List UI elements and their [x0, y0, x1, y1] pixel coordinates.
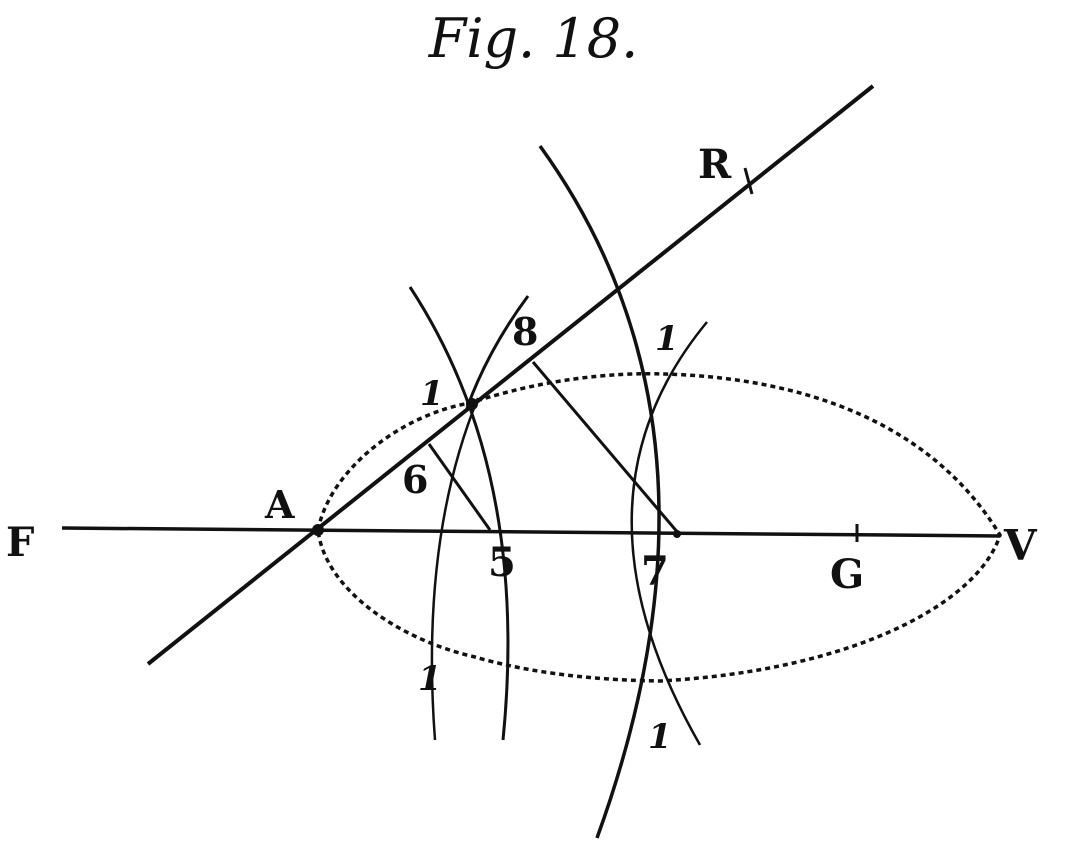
label-8: 8 [512, 309, 538, 354]
label-6: 6 [402, 457, 428, 502]
label-1-lower-left: 1 [418, 659, 442, 699]
label-g: G [830, 551, 864, 598]
label-v: V [1003, 521, 1038, 570]
label-7: 7 [641, 548, 669, 595]
dashed-ellipse [316, 371, 1002, 683]
label-a: A [264, 482, 295, 527]
label-f: F [6, 519, 34, 566]
label-1-upper-right: 1 [655, 319, 679, 359]
label-1-upper-left: 1 [420, 374, 444, 414]
point-7-marker [673, 530, 681, 538]
point-r-tick [743, 167, 754, 195]
point-a-marker [312, 524, 324, 536]
diagonal-line-ar [146, 84, 875, 666]
segment-8-7 [531, 361, 681, 535]
arc-left-outer [430, 397, 480, 741]
arc-left-inner [408, 286, 510, 741]
label-5: 5 [488, 539, 516, 586]
label-r: R [698, 141, 732, 188]
label-1-lower-right: 1 [648, 717, 672, 757]
point-upper-left-marker [466, 398, 478, 410]
axis-line-fv [61, 526, 1001, 538]
arc-upper-left-small [465, 295, 530, 409]
figure-title: Fig. 18. [428, 7, 639, 70]
segment-5-6 [427, 443, 492, 531]
arc-right-inner [630, 321, 708, 746]
arc-right-large [538, 144, 661, 839]
